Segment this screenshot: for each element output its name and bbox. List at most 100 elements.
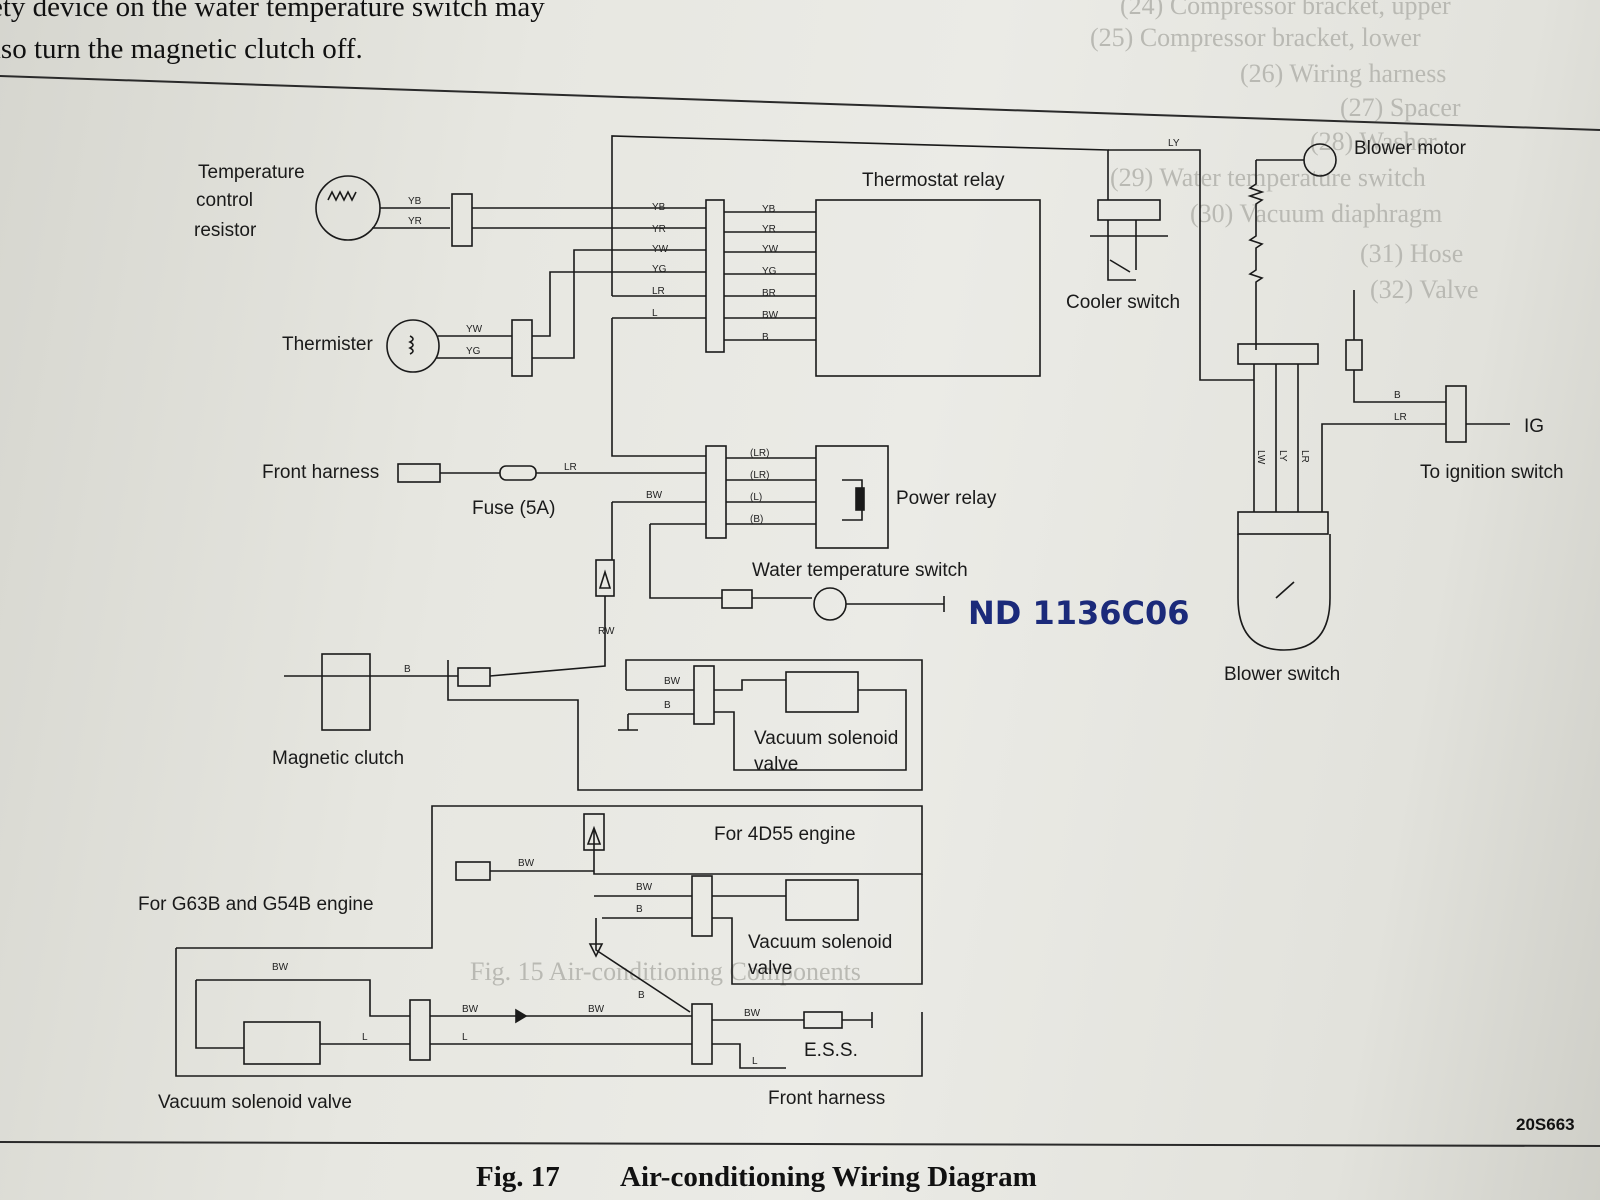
ghost-line: (26) Wiring harness bbox=[1240, 59, 1446, 88]
caption-fig-number: Fig. 17 bbox=[476, 1161, 560, 1193]
wire-code: B bbox=[1394, 390, 1401, 401]
magnetic-clutch-symbol bbox=[321, 653, 371, 731]
caption-title: Air-conditioning Wiring Diagram bbox=[620, 1161, 1037, 1193]
intro-line-2: also turn the magnetic clutch off. bbox=[0, 33, 363, 65]
ig-fuse bbox=[1345, 339, 1363, 371]
vacuum-sv-1-label: valve bbox=[754, 754, 798, 775]
thermister-label: Thermister bbox=[282, 334, 373, 355]
ig-label: IG bbox=[1524, 416, 1544, 437]
ghost-line: (30) Vacuum diaphragm bbox=[1190, 199, 1442, 228]
wire-codes: YB YR YB YR YW YG LR L YB YR YW YG BR BW… bbox=[272, 138, 1407, 1067]
wire-code: B bbox=[404, 664, 411, 675]
for-4d55-label: For 4D55 engine bbox=[714, 824, 856, 845]
wire-code: (LR) bbox=[750, 448, 769, 459]
frame-top-rule bbox=[0, 75, 1600, 131]
wire-code: BW bbox=[636, 882, 653, 893]
cooler-switch-label: Cooler switch bbox=[1066, 292, 1180, 313]
connector-power-relay bbox=[705, 445, 727, 539]
connector-g63b bbox=[691, 875, 713, 937]
ghost-line: (29) Water temperature switch bbox=[1110, 163, 1426, 192]
wire-code: YB bbox=[652, 202, 666, 213]
wire-code: LR bbox=[1394, 412, 1407, 423]
diode-box-2 bbox=[583, 813, 605, 851]
wire-code: BW bbox=[518, 858, 535, 869]
wire-code: B bbox=[664, 700, 671, 711]
component-labels: Temperature control resistor Thermostat … bbox=[138, 138, 1564, 1113]
thermister-symbol bbox=[386, 319, 440, 373]
connector-ess-2 bbox=[691, 1003, 713, 1065]
front-harness-label: Front harness bbox=[262, 462, 379, 483]
wire-code: YG bbox=[466, 346, 481, 357]
wire-code: BW bbox=[588, 1004, 605, 1015]
wire-code: BR bbox=[762, 288, 776, 299]
blower-connector-upper bbox=[1237, 343, 1319, 365]
water-temp-connector bbox=[721, 589, 753, 609]
water-temp-switch-label: Water temperature switch bbox=[752, 560, 968, 581]
wire-code: BW bbox=[646, 490, 663, 501]
ghost-line: (27) Spacer bbox=[1340, 93, 1461, 122]
vacuum-sv-2-label: Vacuum solenoid bbox=[748, 932, 892, 953]
wire-code: BW bbox=[744, 1008, 761, 1019]
wire-code: YB bbox=[762, 204, 776, 215]
wire-code: BW bbox=[762, 310, 779, 321]
wire-code: YR bbox=[408, 216, 422, 227]
resistor-symbol bbox=[315, 175, 381, 241]
connector-thermostat bbox=[705, 199, 725, 353]
handwritten-code: ND 1136C06 bbox=[968, 594, 1190, 632]
ig-connector bbox=[1445, 385, 1467, 443]
wire-code: YW bbox=[762, 244, 779, 255]
wire-code: RW bbox=[598, 626, 615, 637]
fuse-symbol bbox=[499, 465, 537, 481]
vacuum-sv-2-label: valve bbox=[748, 958, 792, 979]
fuse-label: Fuse (5A) bbox=[472, 498, 555, 519]
wire-code: L bbox=[752, 1056, 758, 1067]
ghost-line: (32) Valve bbox=[1370, 275, 1479, 304]
vacuum-sv-3-label: Vacuum solenoid valve bbox=[158, 1092, 352, 1113]
thermostat-relay-box bbox=[815, 199, 1041, 377]
diode-box bbox=[595, 559, 615, 597]
wire-code: LY bbox=[1277, 450, 1288, 462]
cooler-switch-connector bbox=[1097, 199, 1161, 221]
wire-code: L bbox=[652, 308, 658, 319]
g63b-connector bbox=[455, 861, 491, 881]
ess-label: E.S.S. bbox=[804, 1040, 858, 1061]
intro-line-1: ety device on the water temperature swit… bbox=[0, 0, 545, 23]
vacuum-sv-1-label: Vacuum solenoid bbox=[754, 728, 898, 749]
ghost-line: (28) Washer bbox=[1310, 127, 1437, 156]
magnetic-clutch-label: Magnetic clutch bbox=[272, 748, 404, 769]
front-harness-bottom-label: Front harness bbox=[768, 1088, 885, 1109]
wire-code: B bbox=[636, 904, 643, 915]
vacuum-sv-1-symbol bbox=[785, 671, 859, 713]
wire-code: YR bbox=[652, 224, 666, 235]
wire-code: (LR) bbox=[750, 470, 769, 481]
connector-thermister bbox=[511, 319, 533, 377]
wire-code: B bbox=[762, 332, 769, 343]
wire-code: LR bbox=[564, 462, 577, 473]
wire-code: LW bbox=[1255, 450, 1266, 465]
wire-code: YW bbox=[652, 244, 669, 255]
for-g63b-label: For G63B and G54B engine bbox=[138, 894, 374, 915]
connector-4d55 bbox=[693, 665, 715, 725]
wire-code: LR bbox=[652, 286, 665, 297]
blower-switch-symbol bbox=[1237, 534, 1331, 651]
ghost-line: (25) Compressor bracket, lower bbox=[1090, 23, 1421, 52]
temp-resistor-label: Temperature bbox=[198, 162, 305, 183]
wire-code: LY bbox=[1168, 138, 1180, 149]
resistor-zigzag bbox=[327, 190, 357, 202]
blower-connector-lower bbox=[1237, 511, 1329, 535]
wire-code: L bbox=[462, 1032, 468, 1043]
ghost-fig15: Fig. 15 Air-conditioning Components bbox=[470, 957, 861, 986]
connector-ess bbox=[409, 999, 431, 1061]
temp-resistor-label: control bbox=[196, 190, 253, 211]
ghost-line: (24) Compressor bracket, upper bbox=[1120, 0, 1451, 20]
frame-bottom-rule bbox=[0, 1141, 1600, 1147]
temp-resistor-label: resistor bbox=[194, 220, 257, 241]
page-code: 20S663 bbox=[1516, 1115, 1575, 1134]
water-temp-switch-symbol bbox=[813, 587, 847, 621]
ghost-line: (31) Hose bbox=[1360, 239, 1463, 268]
wires bbox=[175, 135, 1510, 1077]
clutch-connector bbox=[457, 667, 491, 687]
wire-code: BW bbox=[462, 1004, 479, 1015]
vacuum-sv-2-symbol bbox=[785, 879, 859, 921]
